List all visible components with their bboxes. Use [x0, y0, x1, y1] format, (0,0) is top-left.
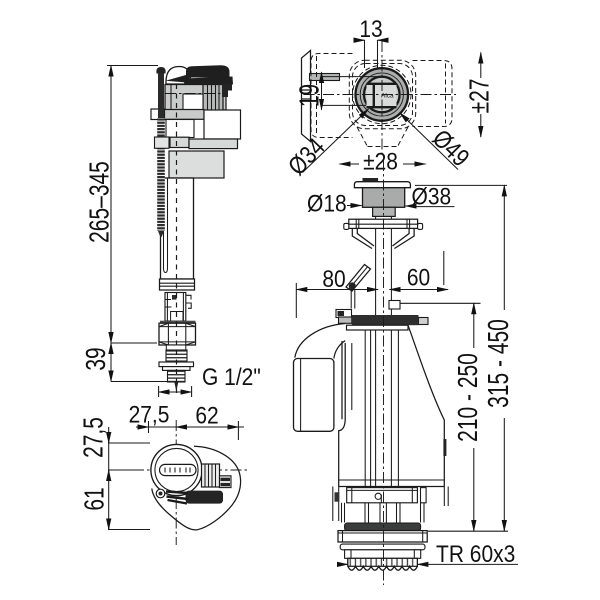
svg-text:Ø18: Ø18 [307, 190, 347, 217]
svg-text:315 - 450: 315 - 450 [483, 319, 515, 408]
svg-text:27,5: 27,5 [129, 401, 170, 428]
svg-text:TR 60x3: TR 60x3 [436, 541, 515, 568]
svg-text:±27: ±27 [465, 79, 495, 114]
svg-text:Alca: Alca [381, 93, 394, 100]
svg-text:±28: ±28 [363, 148, 398, 175]
svg-text:61: 61 [80, 487, 110, 510]
svg-text:62: 62 [195, 402, 218, 429]
svg-text:265–345: 265–345 [85, 161, 115, 243]
svg-text:210 - 250: 210 - 250 [453, 353, 483, 442]
svg-text:80: 80 [322, 266, 345, 293]
svg-text:19: 19 [295, 84, 325, 107]
svg-text:13: 13 [359, 16, 382, 43]
svg-text:Ø38: Ø38 [412, 183, 452, 210]
svg-text:39: 39 [81, 347, 111, 370]
svg-text:G 1/2": G 1/2" [202, 364, 261, 391]
svg-text:60: 60 [407, 264, 430, 291]
svg-text:27,5: 27,5 [79, 417, 109, 458]
